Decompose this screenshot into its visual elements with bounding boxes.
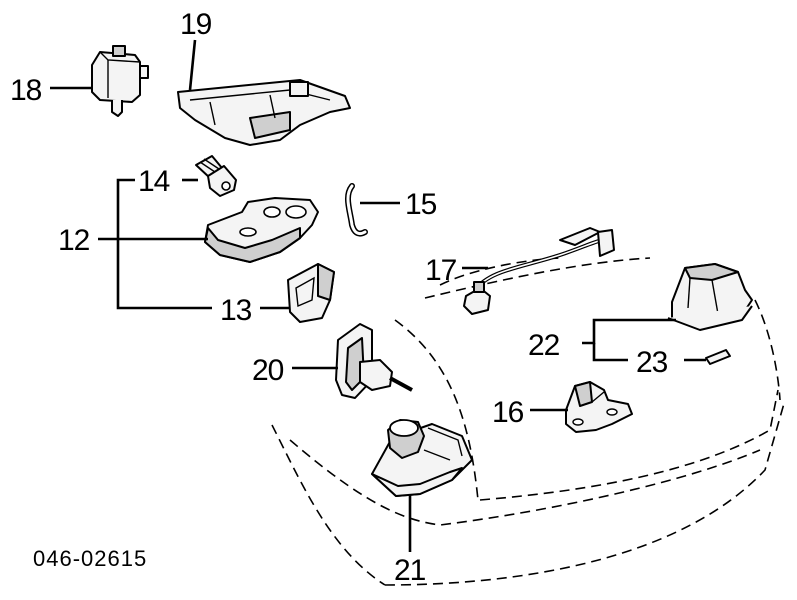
leader-19 [188, 39, 197, 91]
callout-14: 14 [138, 165, 170, 198]
part-code: 046-02615 [33, 546, 147, 571]
leader-22-23 [592, 343, 628, 362]
part-13-switch [287, 263, 335, 323]
leader-22 [582, 318, 676, 345]
part-19-bracket [177, 79, 351, 146]
part-14-socket [195, 155, 237, 197]
callout-23: 23 [636, 346, 668, 379]
part-18-relay [91, 45, 149, 117]
callout-22: 22 [528, 329, 560, 362]
leader-bracket-12-13 [116, 178, 212, 310]
callout-16: 16 [492, 396, 524, 429]
part-21-actuator [371, 419, 473, 497]
body-outline [271, 257, 786, 586]
callout-21: 21 [394, 554, 426, 587]
part-12-lamp-housing [204, 197, 319, 263]
part-20-lock [335, 323, 413, 399]
callout-18: 18 [10, 74, 42, 107]
callout-12: 12 [58, 224, 90, 257]
callout-20: 20 [252, 354, 284, 387]
part-23-bulb [705, 349, 731, 365]
part-15-clip [344, 183, 368, 237]
callout-13: 13 [220, 294, 252, 327]
callout-15: 15 [405, 188, 437, 221]
leader-lines [50, 39, 706, 552]
callout-17: 17 [425, 254, 457, 287]
part-22-license-lamp [667, 263, 753, 331]
callout-19: 19 [180, 8, 212, 41]
part-16-striker [565, 381, 633, 433]
part-17-harness [463, 227, 615, 315]
